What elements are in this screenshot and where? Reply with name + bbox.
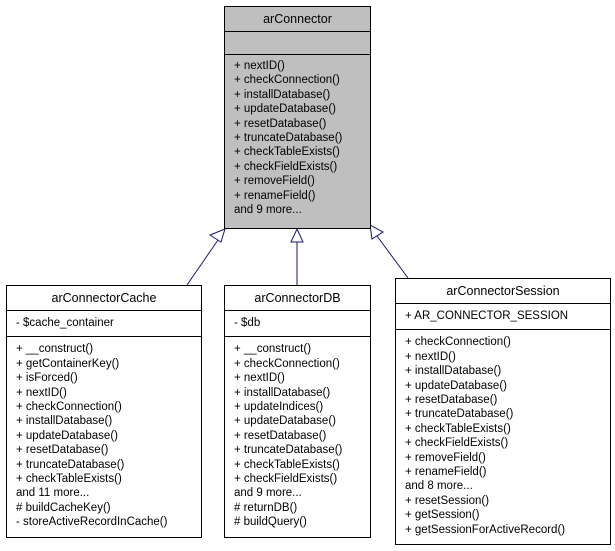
method-row: + checkTableExists()	[234, 146, 340, 159]
method-row: + resetDatabase()	[16, 444, 109, 457]
method-row: + installDatabase()	[405, 365, 502, 378]
method-row: + nextID()	[234, 60, 285, 72]
method-row: # returnDB()	[234, 501, 298, 514]
class-box-arConnectorSession[interactable]: arConnectorSession + AR_CONNECTOR_SESSIO…	[395, 278, 611, 545]
method-row: + resetSession()	[405, 494, 490, 507]
method-row: + updateIndices()	[234, 401, 324, 414]
method-row: + installDatabase()	[234, 88, 331, 101]
class-attributes: + AR_CONNECTOR_SESSION	[396, 304, 610, 331]
method-row: + renameField()	[234, 189, 316, 202]
class-box-arConnectorDB[interactable]: arConnectorDB - $db + __construct()+ che…	[224, 285, 371, 538]
method-row: + checkTableExists()	[405, 422, 511, 435]
method-row: + checkTableExists()	[16, 473, 122, 486]
class-attributes: - $db	[225, 311, 370, 338]
method-row: + truncateDatabase()	[16, 458, 125, 471]
edge-cache-to-base	[186, 239, 219, 286]
method-row: + getSession()	[405, 509, 480, 522]
class-attributes	[225, 32, 370, 55]
method-row: # buildCacheKey()	[16, 501, 111, 514]
inheritance-arrowhead-icon	[369, 224, 384, 240]
method-row: # buildQuery()	[234, 516, 307, 529]
method-row: and 8 more...	[405, 480, 473, 493]
method-row: + removeField()	[234, 175, 315, 188]
attribute-row: - $db	[234, 317, 261, 329]
method-row: + nextID()	[405, 350, 456, 363]
method-row: + updateDatabase()	[16, 429, 118, 442]
method-row: + resetDatabase()	[234, 117, 327, 130]
class-name: arConnectorCache	[7, 286, 201, 311]
attribute-row: - $cache_container	[16, 317, 114, 329]
method-row: + removeField()	[405, 451, 486, 464]
method-row: - storeActiveRecordInCache()	[16, 516, 168, 529]
method-row: + updateDatabase()	[234, 415, 336, 428]
method-row: + checkFieldExists()	[405, 437, 509, 450]
inheritance-arrowhead-icon	[290, 227, 304, 243]
class-name: arConnectorSession	[396, 279, 610, 304]
method-row: + renameField()	[405, 466, 487, 479]
method-row: + truncateDatabase()	[405, 408, 514, 421]
method-row: + resetDatabase()	[234, 429, 327, 442]
class-name: arConnectorDB	[225, 286, 370, 311]
method-row: + checkConnection()	[16, 401, 122, 414]
class-attributes: - $cache_container	[7, 311, 201, 338]
class-methods: + checkConnection()+ nextID() + installDa…	[396, 330, 610, 540]
method-row: + checkFieldExists()	[234, 160, 338, 173]
class-methods: + nextID() + checkConnection()+ installDa…	[225, 55, 370, 220]
method-row: + resetDatabase()	[405, 394, 498, 407]
edge-session-to-base	[376, 235, 409, 279]
method-row: + installDatabase()	[16, 415, 113, 428]
method-row: + isForced()	[16, 372, 78, 385]
class-box-arConnector[interactable]: arConnector + nextID() + checkConnection(…	[224, 6, 371, 229]
method-row: + __construct()	[16, 343, 94, 356]
method-row: + getSessionForActiveRecord()	[405, 523, 566, 536]
method-row: + checkConnection()	[234, 357, 340, 370]
attribute-row: + AR_CONNECTOR_SESSION	[405, 310, 569, 322]
method-row: + truncateDatabase()	[234, 132, 343, 145]
method-row: + checkConnection()	[405, 336, 511, 349]
method-row: + checkTableExists()	[234, 458, 340, 471]
method-row: + __construct()	[234, 343, 312, 356]
method-row: + installDatabase()	[234, 386, 331, 399]
method-row: + truncateDatabase()	[234, 444, 343, 457]
method-row: + nextID()	[16, 386, 67, 399]
method-row: + updateDatabase()	[405, 379, 507, 392]
method-row: + checkConnection()	[234, 74, 340, 87]
class-name: arConnector	[225, 7, 370, 32]
method-row: and 9 more...	[234, 487, 302, 500]
class-methods: + __construct()+ checkConnection() + next…	[225, 337, 370, 532]
method-row: + updateDatabase()	[234, 103, 336, 116]
inheritance-arrowhead-icon	[208, 228, 226, 243]
method-row: + getContainerKey()	[16, 357, 120, 370]
method-row: and 11 more...	[16, 487, 90, 500]
method-row: and 9 more...	[234, 204, 302, 217]
class-methods: + __construct()+ getContainerKey() + isFo…	[7, 337, 201, 532]
method-row: + checkFieldExists()	[234, 473, 338, 486]
method-row: + nextID()	[234, 372, 285, 385]
class-box-arConnectorCache[interactable]: arConnectorCache - $cache_container + __…	[6, 285, 202, 538]
